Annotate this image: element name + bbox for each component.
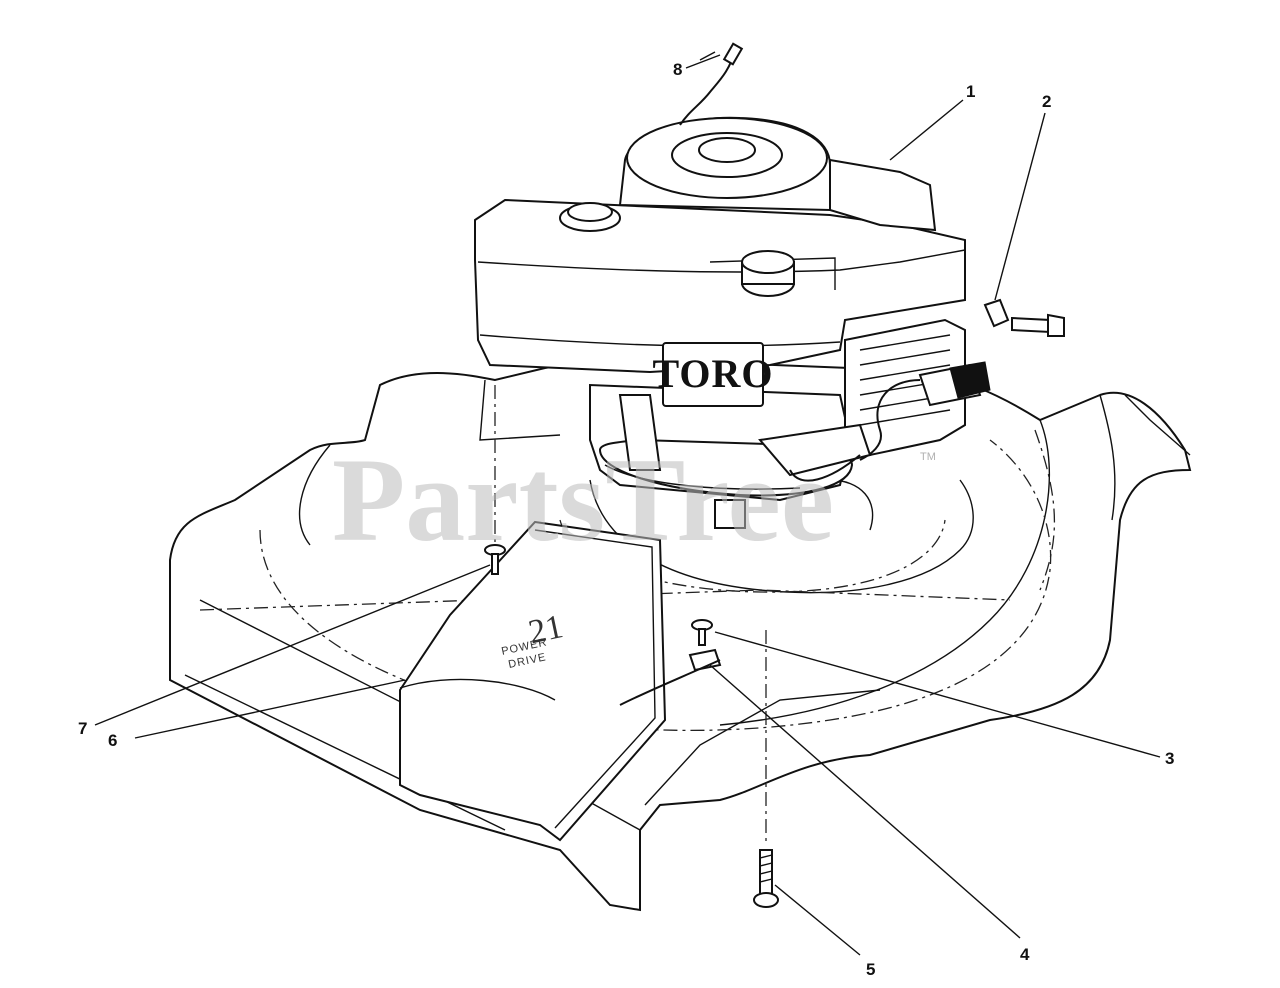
callout-1: 1: [966, 82, 975, 101]
bolt-5: [753, 630, 779, 908]
toro-logo-text: TORO: [652, 351, 773, 396]
screw-3: [691, 619, 713, 646]
callout-8: 8: [673, 60, 682, 79]
discharge-deflector: 21 POWER DRIVE: [399, 520, 667, 842]
mower-deck: [169, 359, 1192, 912]
callout-6: 6: [108, 731, 117, 750]
watermark-tm: TM: [920, 451, 936, 463]
callouts: 8 1 2 3 4 5 6 7: [78, 60, 1174, 979]
callout-3: 3: [1165, 749, 1174, 768]
cable-clamp-4: [619, 648, 722, 706]
callout-7: 7: [78, 719, 87, 738]
toro-logo-plate: [662, 342, 764, 407]
mount-bolt-2: [983, 298, 1065, 337]
throttle-cable: [679, 42, 744, 126]
callout-5: 5: [866, 960, 875, 979]
leader-lines: [94, 54, 1161, 956]
callout-2: 2: [1042, 92, 1051, 111]
deflector-badge-number: 21: [525, 608, 566, 651]
callout-4: 4: [1020, 945, 1030, 964]
watermark-text: PartsTree: [332, 433, 834, 566]
screw-7: [484, 544, 506, 575]
engine-assembly: TORO: [474, 116, 991, 529]
